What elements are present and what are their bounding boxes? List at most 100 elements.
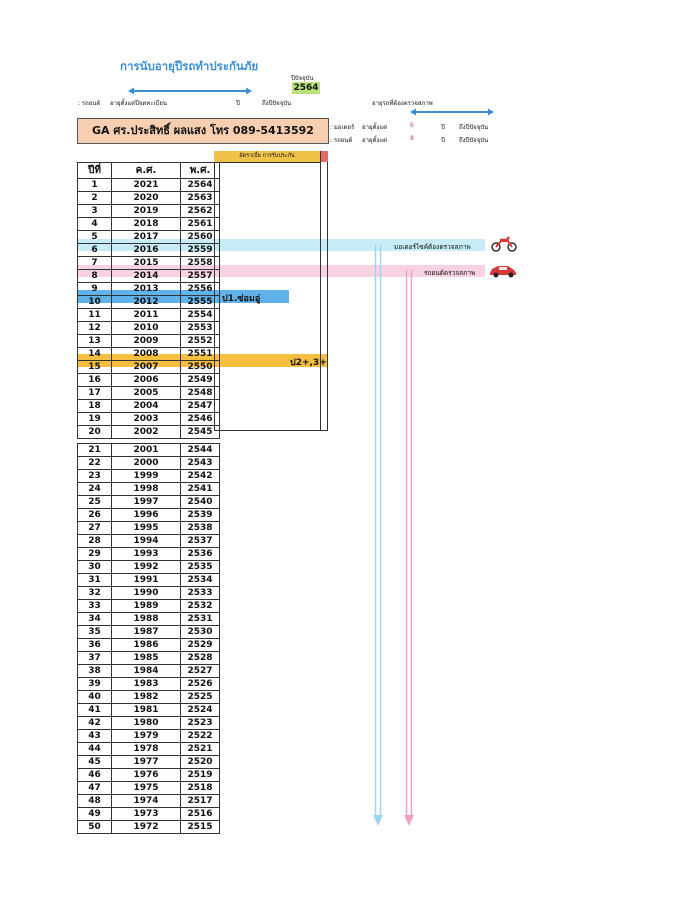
left-note-prefix: : รถยนต์ <box>78 100 101 107</box>
ad-year-cell: 1981 <box>111 703 181 717</box>
insurance-column-divider <box>320 151 321 431</box>
year-no-cell: 36 <box>77 638 112 652</box>
ad-year-cell: 2008 <box>111 347 181 361</box>
row15-note: ป2+,3+ <box>290 358 327 368</box>
year-no-cell: 39 <box>77 677 112 691</box>
be-year-cell: 2557 <box>180 269 220 283</box>
year-no-cell: 2 <box>77 191 112 205</box>
car-range-arrow-icon <box>404 270 414 826</box>
be-year-cell: 2562 <box>180 204 220 218</box>
ad-year-cell: 1993 <box>111 547 181 561</box>
year-no-cell: 19 <box>77 412 112 426</box>
year-no-cell: 32 <box>77 586 112 600</box>
ad-year-cell: 2021 <box>111 178 181 192</box>
be-year-cell: 2537 <box>180 534 220 548</box>
be-year-cell: 2558 <box>180 256 220 270</box>
year-no-cell: 17 <box>77 386 112 400</box>
be-year-cell: 2529 <box>180 638 220 652</box>
car-inspect-note: รถยนต์ตรวจสภาพ <box>424 269 476 277</box>
year-no-cell: 8 <box>77 269 112 283</box>
be-year-cell: 2538 <box>180 521 220 535</box>
inspect-title: อายุรถที่ต้องตรวจสภาพ <box>372 100 433 107</box>
ad-year-cell: 1979 <box>111 729 181 743</box>
year-no-cell: 26 <box>77 508 112 522</box>
inspect-moto-label: : มอเตอร์ <box>330 124 355 131</box>
year-no-cell: 23 <box>77 469 112 483</box>
be-year-cell: 2545 <box>180 425 220 439</box>
year-no-cell: 44 <box>77 742 112 756</box>
ad-year-cell: 2017 <box>111 230 181 244</box>
be-year-cell: 2525 <box>180 690 220 704</box>
year-no-cell: 13 <box>77 334 112 348</box>
be-year-cell: 2533 <box>180 586 220 600</box>
year-no-cell: 18 <box>77 399 112 413</box>
ad-year-cell: 2004 <box>111 399 181 413</box>
be-year-cell: 2544 <box>180 443 220 457</box>
year-no-cell: 25 <box>77 495 112 509</box>
year-no-cell: 43 <box>77 729 112 743</box>
year-no-cell: 3 <box>77 204 112 218</box>
ad-year-cell: 1996 <box>111 508 181 522</box>
be-year-cell: 2531 <box>180 612 220 626</box>
year-no-cell: 45 <box>77 755 112 769</box>
ad-year-cell: 2015 <box>111 256 181 270</box>
be-year-cell: 2550 <box>180 360 220 374</box>
year-no-cell: 34 <box>77 612 112 626</box>
col-header-ad: ค.ศ. <box>111 162 181 179</box>
left-note-text: อายุตั้งแต่ปีจดทะเบียน <box>110 100 167 107</box>
ad-year-cell: 1999 <box>111 469 181 483</box>
year-no-cell: 10 <box>77 295 112 309</box>
inspect-car-unit: ปี <box>441 137 445 144</box>
ad-year-cell: 1986 <box>111 638 181 652</box>
insurance-header-marker <box>320 151 328 162</box>
ad-year-cell: 2002 <box>111 425 181 439</box>
be-year-cell: 2515 <box>180 820 220 834</box>
be-year-cell: 2559 <box>180 243 220 257</box>
be-year-cell: 2520 <box>180 755 220 769</box>
col-header-year-no: ปีที่ <box>77 162 112 179</box>
row10-note: ป1.ซ่อมอู่ <box>222 294 261 304</box>
year-no-cell: 50 <box>77 820 112 834</box>
be-year-cell: 2532 <box>180 599 220 613</box>
year-no-cell: 21 <box>77 443 112 457</box>
ad-year-cell: 1978 <box>111 742 181 756</box>
be-year-cell: 2528 <box>180 651 220 665</box>
year-no-cell: 15 <box>77 360 112 374</box>
year-no-cell: 42 <box>77 716 112 730</box>
be-year-cell: 2555 <box>180 295 220 309</box>
year-no-cell: 38 <box>77 664 112 678</box>
be-year-cell: 2527 <box>180 664 220 678</box>
inspect-car-text: อายุตั้งแต่ <box>362 137 388 144</box>
be-year-cell: 2553 <box>180 321 220 335</box>
ad-year-cell: 1989 <box>111 599 181 613</box>
be-year-cell: 2534 <box>180 573 220 587</box>
insurance-header: อัตราเบี้ย การรับประกัน <box>214 151 320 163</box>
ad-year-cell: 1983 <box>111 677 181 691</box>
left-range-arrow-icon <box>128 87 252 95</box>
be-year-cell: 2554 <box>180 308 220 322</box>
year-no-cell: 4 <box>77 217 112 231</box>
ad-year-cell: 2003 <box>111 412 181 426</box>
